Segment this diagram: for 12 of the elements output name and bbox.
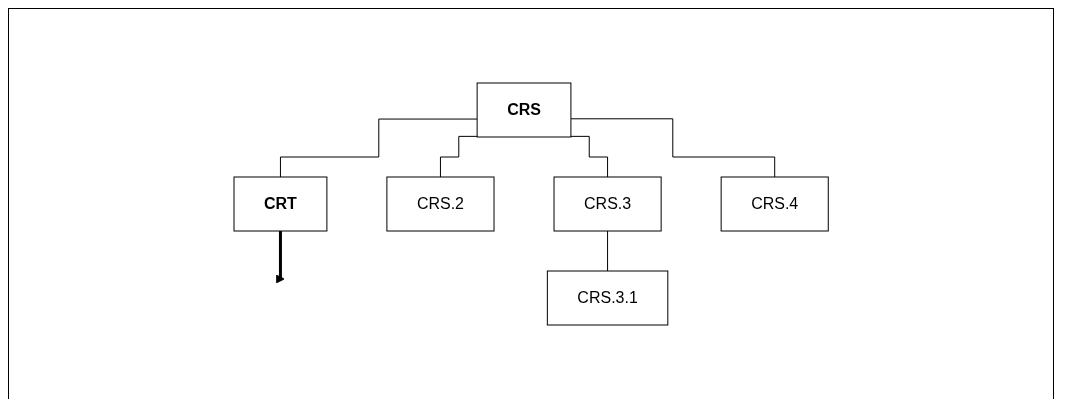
- node-box: [476, 82, 572, 138]
- node-box: [720, 176, 829, 232]
- node-box: [233, 176, 328, 232]
- connector: [279, 118, 478, 178]
- node-box: [386, 176, 495, 232]
- connector: [570, 118, 776, 178]
- node-box: [546, 270, 669, 326]
- connector: [606, 230, 608, 272]
- diagram-frame: CRS CRT CRS.2 CRS.3 CRS.4 CRS.3.1: [8, 8, 1054, 399]
- connector: [439, 135, 478, 178]
- node-box: [553, 176, 662, 232]
- connector: [570, 135, 608, 178]
